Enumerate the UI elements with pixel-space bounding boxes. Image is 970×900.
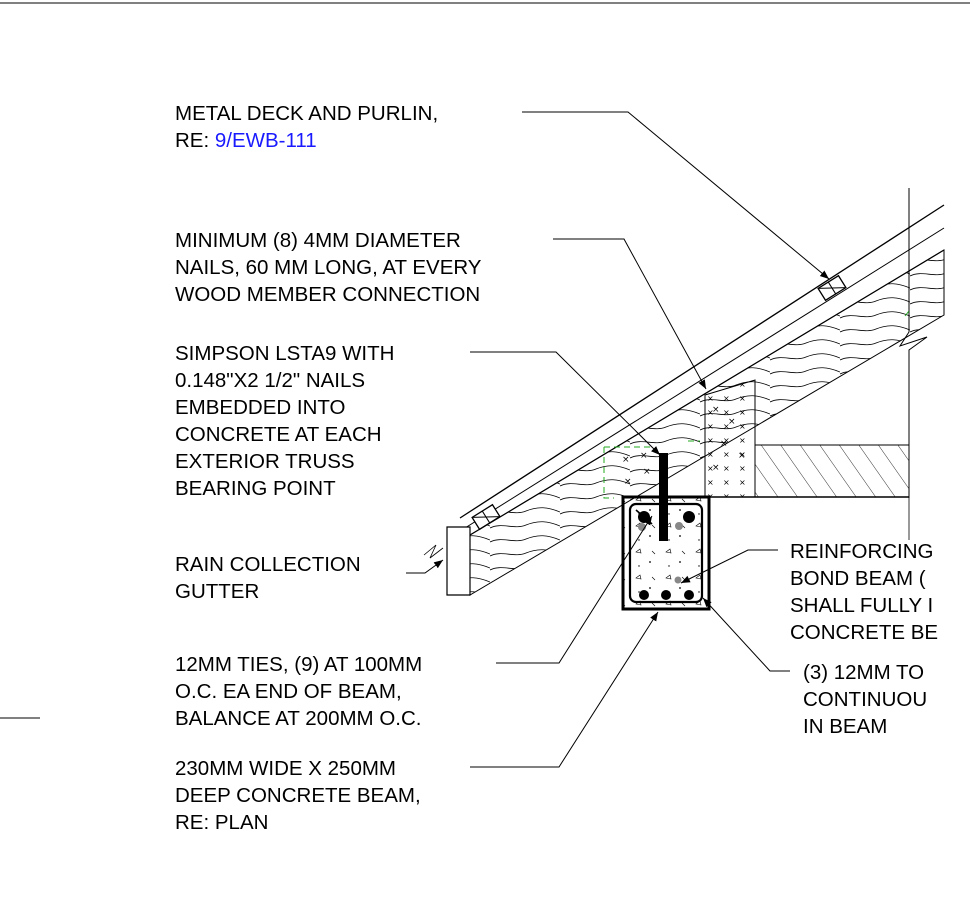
rebar-set (638, 511, 695, 600)
nails-line-2: NAILS, 60 MM LONG, AT EVERY (175, 256, 482, 279)
svg-text:×: × (640, 451, 648, 461)
callout-metal-deck: METAL DECK AND PURLIN, RE: 9/EWB-111 (175, 102, 438, 152)
rebar-top-right (683, 511, 695, 523)
svg-text:×: × (643, 467, 651, 477)
svg-text:×: × (712, 463, 720, 473)
leader-top-bars (702, 597, 790, 672)
hidden-outline (603, 310, 910, 499)
callout-reinforcing: REINFORCING BOND BEAM ( SHALL FULLY I CO… (790, 540, 938, 644)
beam-line-1: 230MM WIDE X 250MM (175, 757, 396, 780)
simpson-line-6: BEARING POINT (175, 477, 336, 500)
gutter-line-2: GUTTER (175, 580, 259, 603)
reinforcing-line-1: REINFORCING (790, 540, 934, 563)
svg-text:×: × (712, 405, 720, 415)
simpson-line-2: 0.148"X2 1/2" NAILS (175, 369, 365, 392)
callout-gutter: RAIN COLLECTION GUTTER (175, 553, 361, 603)
simpson-line-1: SIMPSON LSTA9 WITH (175, 342, 394, 365)
purlin-line (469, 249, 945, 536)
leader-gutter (406, 559, 444, 574)
callout-beam: 230MM WIDE X 250MM DEEP CONCRETE BEAM, R… (175, 757, 421, 834)
simpson-line-3: EMBEDDED INTO (175, 396, 345, 419)
truss-gusset-block (704, 379, 756, 498)
ties-line-2: O.C. EA END OF BEAM, (175, 680, 402, 703)
callout-nails: MINIMUM (8) 4MM DIAMETER NAILS, 60 MM LO… (175, 229, 482, 306)
reinforcing-line-4: CONCRETE BE (790, 621, 938, 644)
svg-text:×: × (720, 439, 728, 449)
rebar-bottom-left (639, 590, 649, 600)
top-bars-line-1: (3) 12MM TO (803, 661, 924, 684)
svg-text:×: × (622, 455, 630, 465)
metal-deck-top-line (459, 204, 945, 519)
rebar-top-right-inner (675, 522, 683, 530)
leader-reinforcing (680, 549, 778, 584)
nails-line-3: WOOD MEMBER CONNECTION (175, 283, 480, 306)
reinforcing-line-3: SHALL FULLY I (790, 594, 933, 617)
metal-deck-bottom-line (464, 227, 945, 529)
leader-nails (553, 238, 707, 390)
detail-geometry: × × × × × × × × × (423, 188, 945, 611)
rebar-bottom-middle (661, 590, 671, 600)
callout-top-bars: (3) 12MM TO CONTINUOU IN BEAM (803, 661, 927, 738)
rain-gutter (446, 526, 471, 596)
beam-line-3: RE: PLAN (175, 811, 268, 834)
rebar-center (674, 576, 682, 584)
rebar-bottom-right (684, 590, 694, 600)
simpson-line-5: EXTERIOR TRUSS (175, 450, 355, 473)
top-bars-line-2: CONTINUOU (803, 688, 927, 711)
purlin-clip-upper (817, 274, 847, 302)
leader-simpson (470, 351, 661, 456)
purlin-clip-lower (471, 503, 501, 531)
beam-line-2: DEEP CONCRETE BEAM, (175, 784, 421, 807)
metal-deck-line-1: METAL DECK AND PURLIN, (175, 102, 438, 125)
nail-crosses: × × × × × × × × × (622, 405, 746, 487)
callout-simpson: SIMPSON LSTA9 WITH 0.148"X2 1/2" NAILS E… (175, 342, 394, 500)
leader-lines (406, 111, 830, 768)
ties-line-3: BALANCE AT 200MM O.C. (175, 707, 421, 730)
metal-deck-ref-prefix: RE: (175, 129, 215, 152)
metal-deck-line-2: RE: 9/EWB-111 (175, 129, 317, 152)
svg-text:×: × (738, 451, 746, 461)
simpson-line-4: CONCRETE AT EACH (175, 423, 382, 446)
metal-deck-ref-link[interactable]: 9/EWB-111 (215, 129, 317, 152)
leader-ties (496, 515, 653, 664)
leader-metal-deck (522, 111, 830, 280)
svg-text:×: × (624, 477, 632, 487)
gutter-break-mark (423, 544, 444, 559)
reinforcing-line-2: BOND BEAM ( (790, 567, 926, 590)
svg-text:×: × (728, 417, 736, 427)
bottom-chord-member (754, 444, 910, 498)
nails-line-1: MINIMUM (8) 4MM DIAMETER (175, 229, 461, 252)
gutter-line-1: RAIN COLLECTION (175, 553, 361, 576)
top-bars-line-3: IN BEAM (803, 715, 887, 738)
callout-ties: 12MM TIES, (9) AT 100MM O.C. EA END OF B… (175, 653, 422, 730)
leader-beam (470, 611, 659, 768)
simpson-lsta9-strap (659, 453, 668, 541)
ties-line-1: 12MM TIES, (9) AT 100MM (175, 653, 422, 676)
